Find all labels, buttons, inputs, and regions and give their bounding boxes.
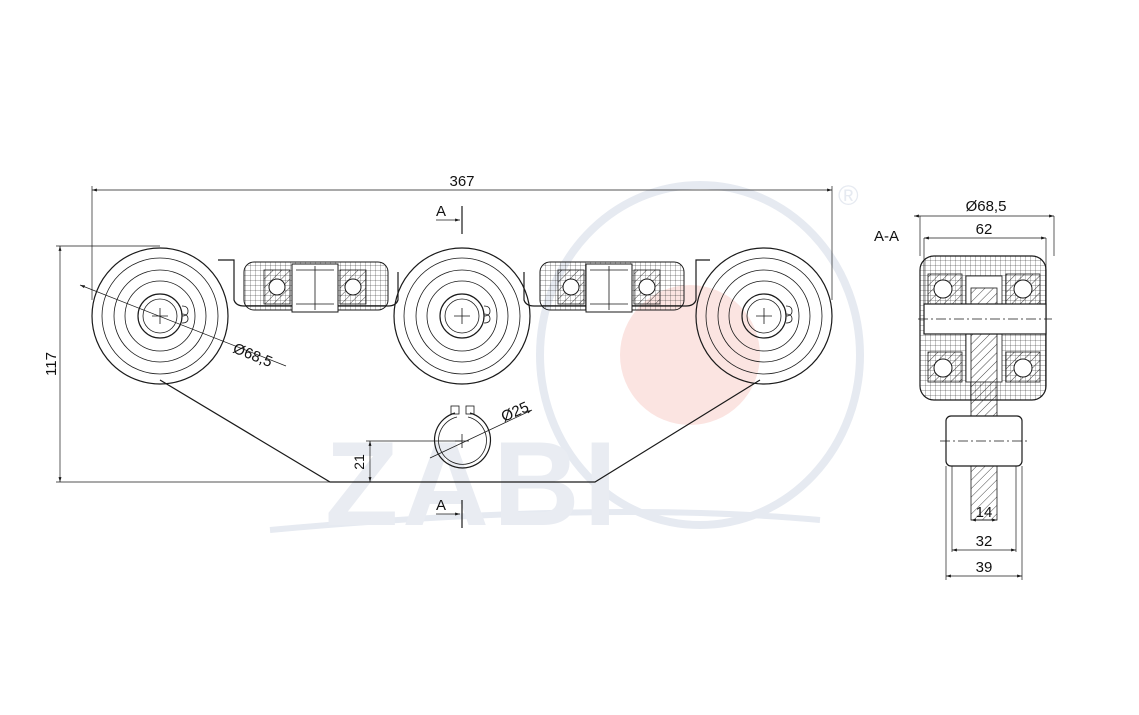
left-wheel bbox=[91, 247, 229, 385]
section-mark-bottom-label: A bbox=[436, 497, 446, 514]
top-bracket bbox=[218, 259, 710, 307]
section-mark-top-label: A bbox=[436, 203, 446, 220]
right-horizontal-roller bbox=[539, 261, 685, 313]
section-dim-diameter-label: Ø68,5 bbox=[966, 198, 1007, 215]
section-mark-bottom: A bbox=[436, 497, 463, 528]
section-dim-62-label: 62 bbox=[976, 221, 993, 238]
middle-wheel bbox=[393, 247, 531, 385]
right-wheel bbox=[695, 247, 833, 385]
registered-mark: ® bbox=[838, 180, 859, 211]
left-horizontal-roller bbox=[243, 261, 389, 313]
dim-overall-width: 367 bbox=[91, 173, 833, 300]
section-mark-top: A bbox=[436, 203, 463, 234]
section-stem bbox=[970, 333, 998, 417]
section-dim-32-label: 32 bbox=[976, 533, 993, 550]
body-plate bbox=[159, 379, 761, 483]
section-view: A-A Ø68,5 62 14 bbox=[874, 198, 1055, 580]
section-view-label: A-A bbox=[874, 228, 899, 245]
dim-wheel-diameter-label: Ø68,5 bbox=[231, 340, 275, 371]
watermark: ZABI ® bbox=[269, 180, 864, 551]
dim-height-label: 117 bbox=[43, 352, 60, 376]
section-dim-39-label: 39 bbox=[976, 559, 993, 576]
watermark-logo-text: ZABI bbox=[325, 417, 621, 551]
dim-overall-width-label: 367 bbox=[449, 173, 474, 190]
dim-height: 117 bbox=[43, 245, 330, 483]
section-dim-14-label: 14 bbox=[976, 504, 993, 521]
dim-ring-height: 21 bbox=[351, 440, 462, 482]
dim-ring-height-label: 21 bbox=[351, 454, 367, 470]
